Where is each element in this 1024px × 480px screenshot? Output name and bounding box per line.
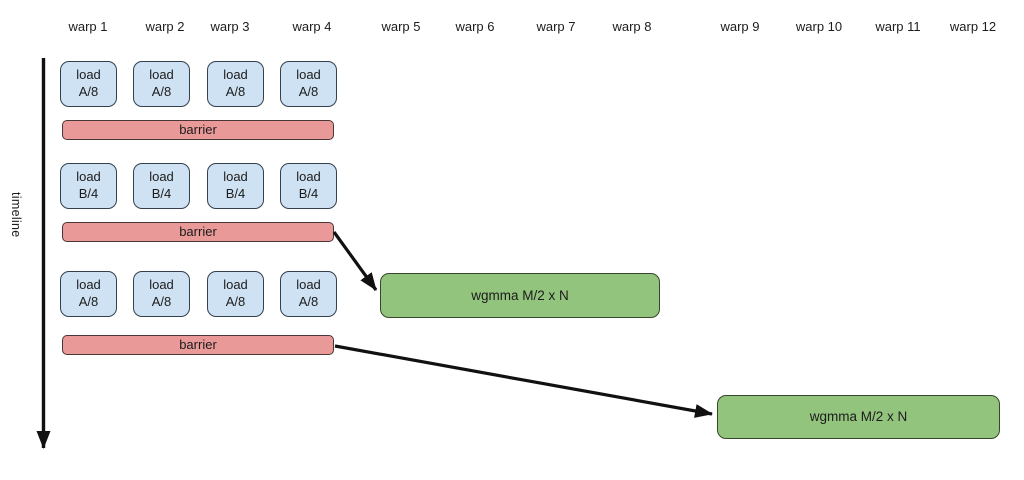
barrier3-to-wgmma2-arrow [334,344,713,418]
barrier2-to-wgmma1-arrow [332,231,378,291]
load-box: load A/8 [133,61,190,107]
warp-label-4: warp 4 [292,19,332,34]
load-box: load B/4 [133,163,190,209]
load-box: load B/4 [280,163,337,209]
load-box: load A/8 [207,271,264,317]
warp-label-2: warp 2 [145,19,185,34]
warp-label-8: warp 8 [612,19,652,34]
load-box: load A/8 [207,61,264,107]
wgmma-box-1: wgmma M/2 x N [380,273,660,318]
barrier-bar: barrier [62,335,334,355]
warp-label-1: warp 1 [68,19,108,34]
warp-label-10: warp 10 [795,19,843,34]
load-box: load A/8 [280,61,337,107]
warp-label-5: warp 5 [381,19,421,34]
load-box: load A/8 [60,61,117,107]
warp-label-9: warp 9 [720,19,760,34]
barrier-bar: barrier [62,120,334,140]
warp-label-6: warp 6 [455,19,495,34]
warp-label-11: warp 11 [875,19,921,34]
warp-label-12: warp 12 [949,19,997,34]
load-box: load A/8 [280,271,337,317]
load-box: load B/4 [207,163,264,209]
warp-label-3: warp 3 [210,19,250,34]
load-box: load B/4 [60,163,117,209]
wgmma-box-2: wgmma M/2 x N [717,395,1000,439]
load-box: load A/8 [133,271,190,317]
timeline-axis-label: timeline [9,192,23,238]
warp-label-7: warp 7 [536,19,576,34]
load-box: load A/8 [60,271,117,317]
barrier-bar: barrier [62,222,334,242]
